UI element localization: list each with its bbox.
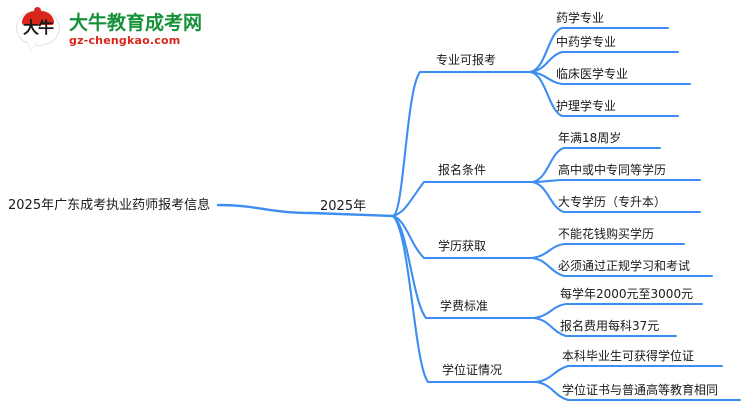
- mindmap-branch-4[interactable]: 学费标准: [440, 299, 489, 313]
- mindmap-leaf-2-2[interactable]: 高中或中专同等学历: [558, 163, 667, 177]
- mindmap-leaf-2-3[interactable]: 大专学历（专升本）: [558, 195, 667, 209]
- mindmap-leaf-1-2[interactable]: 中药学专业: [556, 35, 617, 49]
- logo-mark-text: 大牛: [22, 18, 54, 37]
- mindmap-leaf-5-1[interactable]: 本科毕业生可获得学位证: [562, 349, 695, 363]
- mindmap-branch-5[interactable]: 学位证情况: [442, 363, 503, 377]
- mindmap-leaf-1-4[interactable]: 护理学专业: [556, 99, 617, 113]
- mindmap-branch-3[interactable]: 学历获取: [438, 239, 487, 253]
- edge-leaf-2-2: [530, 178, 702, 184]
- mindmap-branch-1[interactable]: 专业可报考: [436, 53, 497, 67]
- edge-root-to-center: [216, 203, 314, 215]
- logo-subtitle: gz-chengkao.com: [69, 33, 181, 47]
- edge-leaf-4-1: [532, 302, 704, 320]
- mindmap-leaf-3-1[interactable]: 不能花钱购买学历: [558, 227, 655, 241]
- edge-hub-to-branch-2: [391, 180, 514, 218]
- mindmap-root-node[interactable]: 2025年广东成考执业药师报考信息: [8, 198, 211, 213]
- mindmap-leaf-2-1[interactable]: 年满18周岁: [558, 131, 622, 145]
- mindmap-branch-2[interactable]: 报名条件: [438, 163, 487, 177]
- logo-title: 大牛教育成考网: [69, 11, 203, 34]
- edge-hub-to-branch-1: [391, 70, 512, 218]
- mindmap-leaf-1-1[interactable]: 药学专业: [556, 11, 605, 25]
- logo-cap-shape: [22, 7, 54, 25]
- logo-bubble-icon: 大牛: [16, 7, 62, 52]
- mindmap-leaf-4-2[interactable]: 报名费用每科37元: [560, 319, 660, 333]
- edge-leaf-3-1: [530, 242, 686, 260]
- mindmap-leaf-5-2[interactable]: 学位证书与普通高等教育相同: [562, 383, 719, 397]
- site-logo: 大牛 大牛教育成考网 gz-chengkao.com: [16, 7, 203, 52]
- mindmap-center-node[interactable]: 2025年: [320, 199, 367, 214]
- mindmap-leaf-1-3[interactable]: 临床医学专业: [556, 67, 629, 81]
- edge-leaf-5-1: [534, 364, 724, 384]
- mindmap-leaf-3-2[interactable]: 必须通过正规学习和考试: [558, 259, 691, 273]
- logo-bubble-tail: [26, 40, 38, 50]
- mindmap-leaf-4-1[interactable]: 每学年2000元至3000元: [560, 287, 694, 301]
- logo-text-block: 大牛教育成考网 gz-chengkao.com: [69, 11, 203, 48]
